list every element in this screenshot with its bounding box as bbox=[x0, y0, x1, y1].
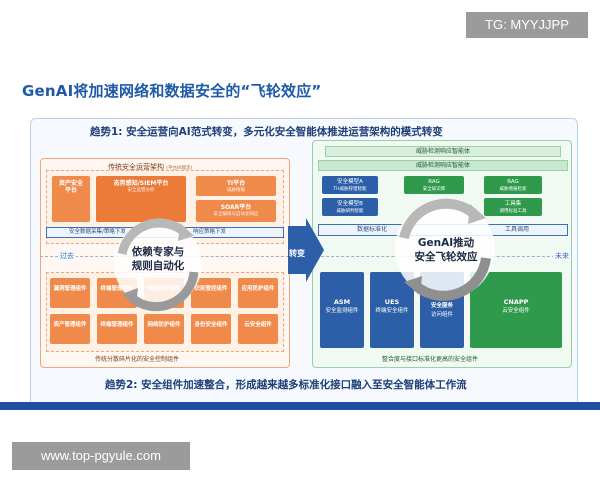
component-box: 漏洞管理组件 bbox=[50, 278, 90, 308]
component-box: 身份安全组件 bbox=[191, 314, 231, 344]
site-watermark: www.top-pgyule.com bbox=[12, 442, 190, 470]
telegram-watermark: TG: MYYJJPP bbox=[466, 12, 588, 38]
soar-platform-box: SOAR平台安全编排与自动化响应 bbox=[196, 200, 276, 222]
siem-platform-box: 态势感知/SIEM平台安全运营分析 bbox=[96, 176, 186, 222]
component-box: 资产管理组件 bbox=[50, 314, 90, 344]
toolset-box: 工具集调用标准工具 bbox=[484, 198, 542, 216]
agent-header-1: 威胁检测响应智能体 bbox=[325, 146, 561, 157]
trend-1-heading: 趋势1: 安全运营向AI范式转变，多元化安全智能体推进运营架构的模式转变 bbox=[90, 126, 443, 138]
left-cycle-label: 依赖专家与规则自动化 bbox=[131, 246, 185, 272]
right-cycle-label: GenAI推动安全飞轮效应 bbox=[414, 237, 478, 263]
component-box: 识别管控组件 bbox=[191, 278, 231, 308]
footer-band bbox=[0, 402, 600, 410]
component-box: 应用防护组件 bbox=[238, 278, 278, 308]
shift-arrow-label: 转变 bbox=[289, 249, 305, 258]
component-box: 终端管理组件 bbox=[97, 314, 137, 344]
component-box: 云安全组件 bbox=[238, 314, 278, 344]
traditional-architecture-title: 传统安全运营架构 (平台间能流) bbox=[108, 163, 193, 171]
ti-platform-box: TI平台威胁情报 bbox=[196, 176, 276, 196]
shift-arrow-head bbox=[306, 218, 324, 282]
left-cycle-arrows bbox=[114, 218, 202, 312]
component-box: 网络防护组件 bbox=[144, 314, 184, 344]
trend-2-heading: 趋势2: 安全组件加速整合，形成越来越多标准化接口融入至安全智能体工作流 bbox=[105, 379, 467, 391]
timeline-future-label: 未来 bbox=[553, 251, 571, 261]
timeline-past-label: 过去 bbox=[58, 251, 76, 261]
shift-arrow-body bbox=[288, 226, 308, 274]
page-title: GenAI将加速网络和数据安全的“飞轮效应” bbox=[22, 82, 322, 100]
agent-header-2: 威胁检测响应智能体 bbox=[318, 160, 568, 171]
asset-security-platform-box: 资产安全平台 bbox=[52, 176, 90, 222]
integrated-components-title: 整合度与接口标准化更高的安全组件 bbox=[382, 356, 479, 363]
right-cycle-arrows bbox=[395, 198, 495, 301]
traditional-components-title: 传统分散碎片化的安全控制组件 bbox=[95, 356, 180, 363]
